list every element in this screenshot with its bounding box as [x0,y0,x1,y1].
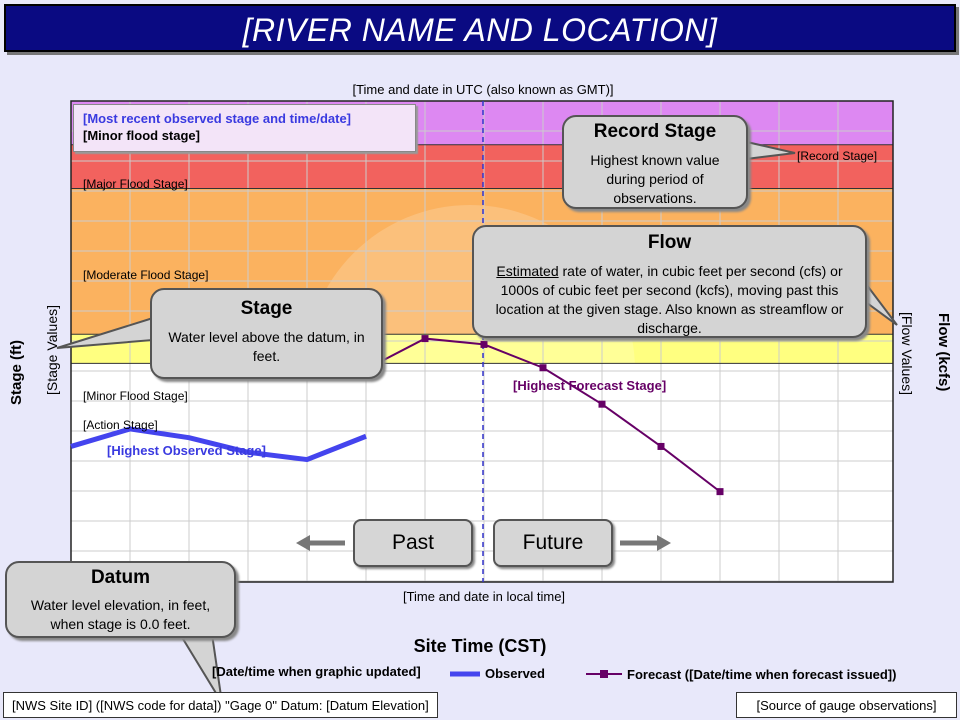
past-button[interactable]: Past [353,519,473,567]
bottom-axis-label: [Time and date in local time] [402,589,566,604]
most-recent-stage-label: [Most recent observed stage and time/dat… [83,111,352,126]
flow-callout-title: Flow [647,232,692,253]
flow-values-label: [Flow Values] [899,312,915,395]
major-flood-stage-label: [Major Flood Stage] [83,177,188,191]
forecast-point [421,335,429,343]
flow-callout: Flow Estimated rate of water, in cubic f… [472,225,867,338]
forecast-point [598,400,606,408]
forecast-point [716,488,724,496]
stage-axis-title: Stage (ft) [8,340,25,405]
highest-observed-stage-label: [Highest Observed Stage] [107,443,266,458]
forecast-point [657,442,665,450]
plot-border [70,100,894,583]
footer-source: [Source of gauge observations] [736,692,957,718]
future-arrow-head [657,535,671,551]
stage-callout-body: Water level above the datum, in feet. [168,329,365,364]
forecast-point [539,364,547,372]
graphic-updated-label: [Date/time when graphic updated] [212,664,421,679]
datum-callout-body: Water level elevation, in feet, when sta… [30,597,211,632]
past-arrow-head [296,535,310,551]
legend-forecast-marker [600,670,608,678]
flow-callout-text: rate of water, in cubic feet per second … [495,263,844,336]
forecast-point [480,340,488,348]
highest-forecast-stage-label: [Highest Forecast Stage] [513,378,667,393]
top-axis-label: [Time and date in UTC (also known as GMT… [352,82,614,97]
flow-callout-underlined: Estimated [496,263,559,279]
future-button[interactable]: Future [493,519,613,567]
title-bar: [RIVER NAME AND LOCATION] [4,4,956,52]
stage-values-label: [Stage Values] [44,305,60,396]
stage-callout: Stage Water level above the datum, in fe… [150,288,383,379]
stage-callout-title: Stage [240,298,293,319]
record-stage-callout: Record Stage Highest known value during … [562,115,748,209]
minor-flood-stage-label: [Minor Flood Stage] [83,389,188,403]
moderate-flood-stage-label: [Moderate Flood Stage] [83,268,209,282]
latest-stage-info-box: [Most recent observed stage and time/dat… [73,104,416,152]
observed-series-line [70,426,367,463]
datum-callout-title: Datum [90,567,151,588]
datum-callout: Datum Water level elevation, in feet, wh… [5,561,236,638]
minor-flood-stage-info: [Minor flood stage] [83,128,200,143]
legend-observed-label: Observed [485,666,545,681]
flow-callout-body: Estimated rate of water, in cubic feet p… [474,254,865,338]
flow-axis-title: Flow (kcfs) [935,313,952,392]
legend-forecast-label: Forecast ([Date/time when forecast issue… [627,667,897,682]
page-title: [RIVER NAME AND LOCATION] [242,12,718,48]
site-time-label: Site Time (CST) [413,636,547,656]
action-stage-label: [Action Stage] [83,418,158,432]
footer-site-info: [NWS Site ID] ([NWS code for data]) "Gag… [3,692,438,718]
record-stage-callout-body: Highest known value during period of obs… [590,152,720,206]
record-stage-label: [Record Stage] [797,149,878,163]
record-stage-callout-title: Record Stage [593,121,717,142]
